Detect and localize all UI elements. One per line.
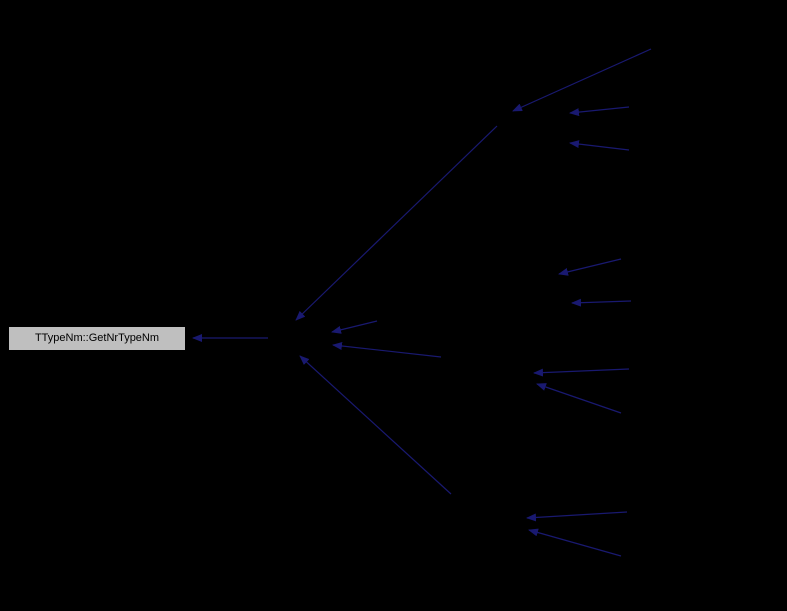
function-node-label: TTypeNm::GetNrTypeNm — [34, 332, 160, 344]
caller-edge — [571, 298, 632, 307]
caller-edge — [536, 383, 622, 414]
caller-edge — [332, 342, 442, 358]
caller-edge — [295, 125, 498, 321]
function-node[interactable]: TTypeNm::GetNrTypeNm — [8, 326, 186, 351]
edge-layer — [192, 48, 652, 557]
caller-edge — [569, 140, 630, 151]
caller-edge — [512, 48, 652, 112]
caller-edge — [569, 106, 630, 117]
caller-edge — [526, 511, 628, 522]
caller-edge — [533, 368, 630, 377]
caller-edge — [299, 355, 452, 495]
caller-edge — [528, 528, 622, 557]
caller-edge — [558, 258, 622, 276]
caller-edge — [331, 320, 378, 334]
